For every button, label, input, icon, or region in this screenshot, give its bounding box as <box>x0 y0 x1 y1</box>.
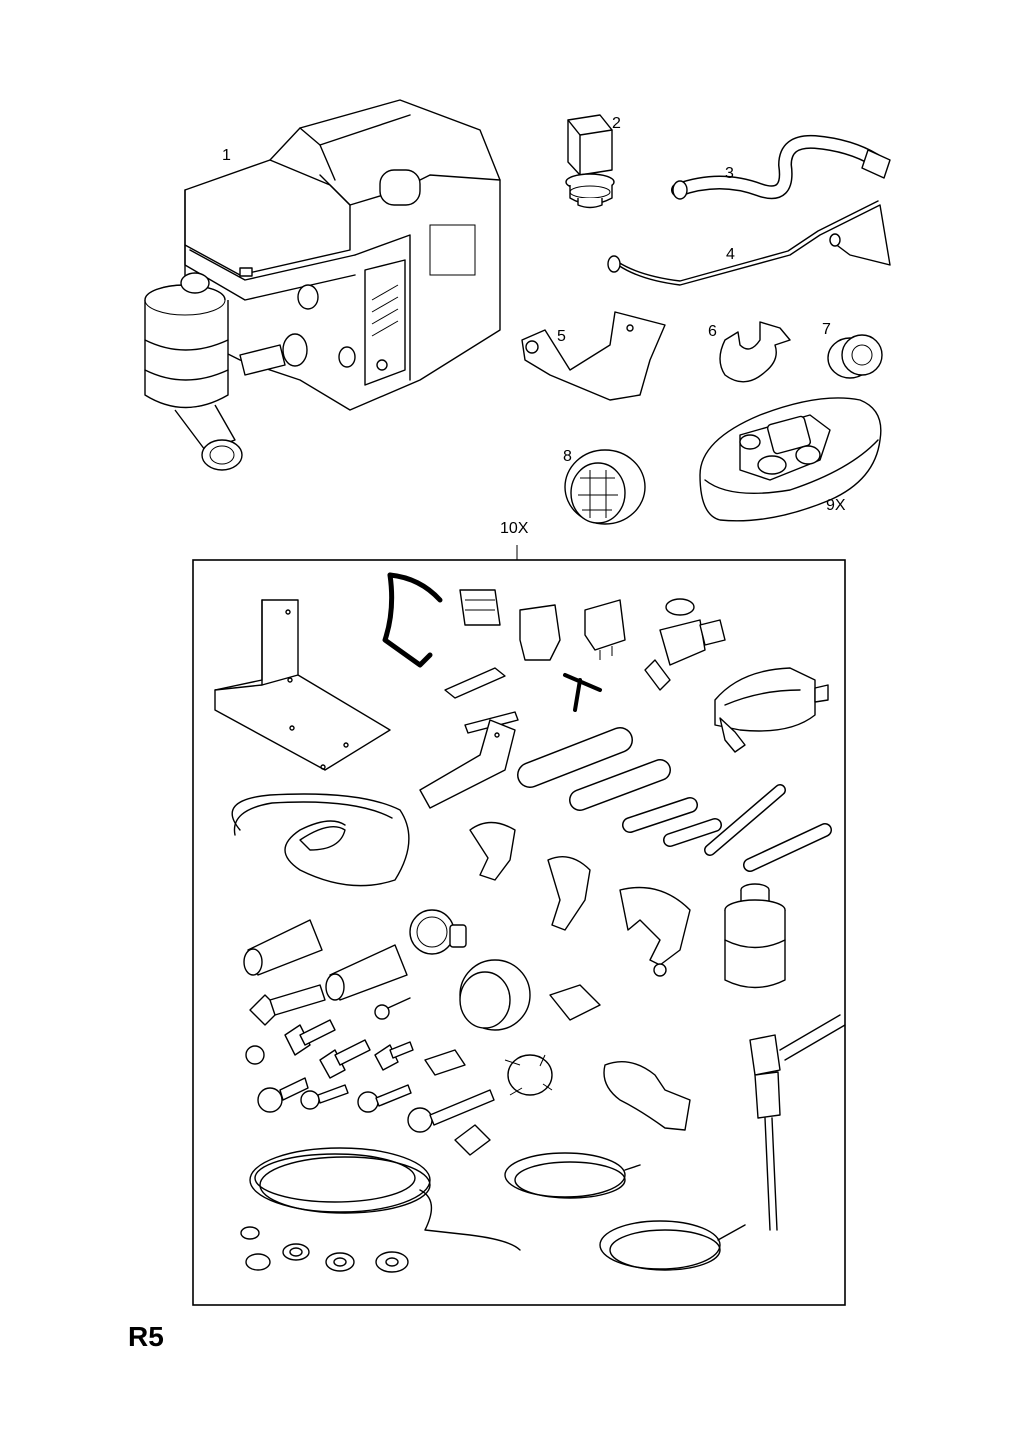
callout-1: 1 <box>222 147 231 164</box>
part-6-clip[interactable] <box>719 321 791 383</box>
part-9x-remote[interactable] <box>699 397 882 522</box>
washers <box>240 1226 409 1273</box>
callout-7: 7 <box>822 321 831 338</box>
callout-10x: 10X <box>500 520 529 537</box>
corrugated-hoses <box>517 727 832 872</box>
callout-5: 5 <box>557 328 566 345</box>
callout-8: 8 <box>563 448 572 465</box>
callout-2: 2 <box>612 115 621 132</box>
pipe-connectors <box>243 919 408 1001</box>
callout-4: 4 <box>726 246 735 263</box>
part-2-sensor[interactable] <box>565 114 615 209</box>
part-5-bracket[interactable] <box>521 311 666 401</box>
part-3-hose[interactable] <box>671 134 891 200</box>
part-4-fuel-line[interactable] <box>607 200 891 286</box>
callout-3: 3 <box>725 165 734 182</box>
callout-6: 6 <box>708 323 717 340</box>
part-8-grommet[interactable] <box>564 449 646 525</box>
wire-coils <box>249 1147 746 1271</box>
bolts-screws <box>245 984 495 1156</box>
callout-9x: 9X <box>826 497 846 514</box>
page-code: R5 <box>128 1321 164 1352</box>
part-7-grommet[interactable] <box>827 334 883 379</box>
part-10x-installation-kit[interactable] <box>192 545 846 1306</box>
part-1-heater-unit[interactable] <box>144 99 501 471</box>
